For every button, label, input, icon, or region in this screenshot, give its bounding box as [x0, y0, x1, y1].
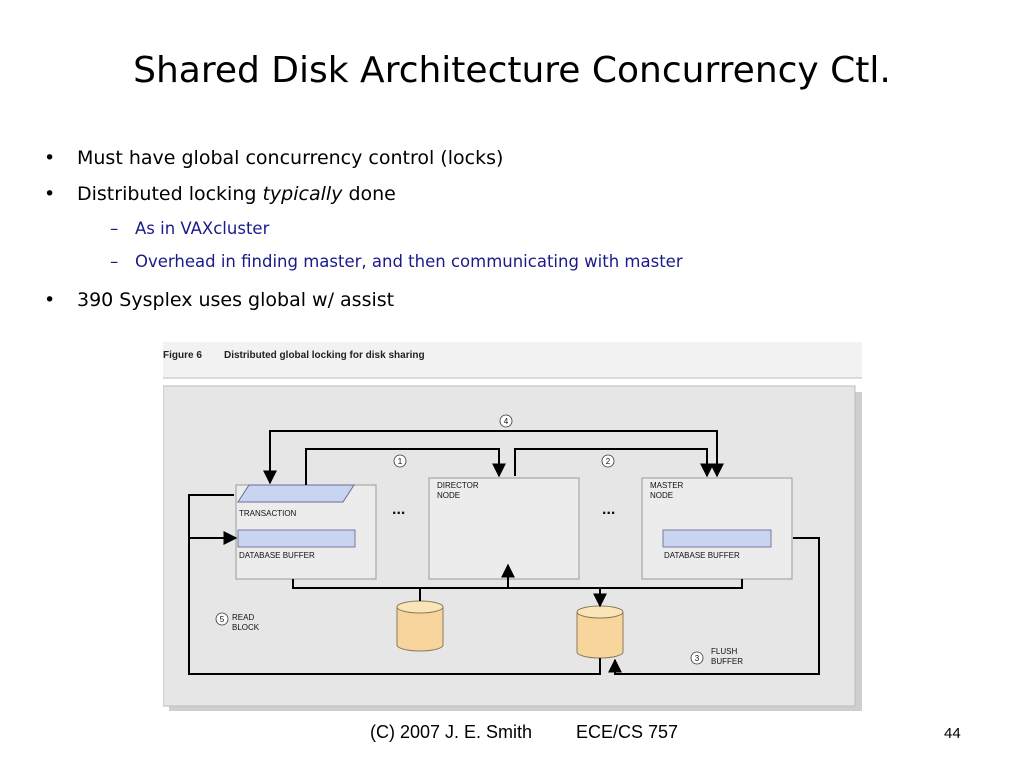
bullet-text: 390 Sysplex uses global w/ assist — [77, 289, 395, 311]
transaction-label: TRANSACTION — [239, 509, 297, 518]
master-buffer-label: DATABASE BUFFER — [664, 551, 740, 560]
database-buffer-left — [237, 529, 356, 548]
footer-course: ECE/CS 757 — [576, 722, 679, 742]
disk-left — [396, 600, 444, 652]
connection-lines — [188, 430, 820, 675]
sub-bullet-text: As in VAXcluster — [135, 219, 270, 238]
svg-text:3: 3 — [695, 654, 700, 663]
bullet-item: • Must have global concurrency control (… — [44, 140, 683, 176]
bullet-list: • Must have global concurrency control (… — [44, 140, 683, 318]
step-5-marker: 5 — [215, 612, 229, 626]
step-1-marker: 1 — [393, 454, 407, 468]
bullet-symbol: • — [44, 289, 56, 311]
bullet-text: Must have global concurrency control (lo… — [77, 147, 504, 169]
sub-bullet-text: Overhead in finding master, and then com… — [135, 252, 683, 271]
bullet-item: • Distributed locking typically done — [44, 176, 683, 212]
figure-distributed-locking: Figure 6 Distributed global locking for … — [162, 342, 862, 711]
director-label: DIRECTOR — [437, 481, 479, 490]
master-label: NODE — [650, 491, 673, 500]
ellipsis-right: ... — [602, 501, 615, 518]
bullet-symbol: • — [44, 183, 56, 205]
sub-bullet-item: – As in VAXcluster — [44, 212, 683, 245]
read-block-label: READ — [232, 613, 254, 622]
director-label: NODE — [437, 491, 460, 500]
figure-caption-bar — [163, 342, 862, 378]
step-2-marker: 2 — [601, 454, 615, 468]
figure-caption-label: Figure 6 — [163, 350, 202, 361]
flush-buffer-label: FLUSH — [711, 647, 737, 656]
figure-diagram: Figure 6 Distributed global locking for … — [162, 342, 862, 711]
sub-bullet-item: – Overhead in finding master, and then c… — [44, 245, 683, 278]
svg-text:1: 1 — [398, 457, 403, 466]
master-node — [641, 477, 793, 580]
slide-title: Shared Disk Architecture Concurrency Ctl… — [133, 50, 891, 91]
bullet-text: Distributed locking typically done — [77, 183, 396, 205]
read-block-label: BLOCK — [232, 623, 260, 632]
bullet-symbol: • — [44, 147, 56, 169]
flush-buffer-label: BUFFER — [711, 657, 743, 666]
svg-text:5: 5 — [220, 615, 225, 624]
bullet-item: • 390 Sysplex uses global w/ assist — [44, 282, 683, 318]
director-node — [428, 477, 580, 580]
database-buffer-master — [662, 529, 772, 548]
sub-bullet-symbol: – — [110, 219, 119, 238]
emphasis-text: typically — [262, 183, 343, 205]
step-4-marker: 4 — [499, 414, 513, 428]
ellipsis-left: ... — [392, 501, 405, 518]
disk-right — [576, 605, 624, 659]
svg-text:4: 4 — [504, 417, 509, 426]
footer-copyright: (C) 2007 J. E. Smith — [370, 722, 533, 742]
sub-bullet-symbol: – — [110, 252, 119, 271]
database-buffer-label: DATABASE BUFFER — [239, 551, 315, 560]
transaction-block — [237, 484, 355, 503]
step-3-marker: 3 — [690, 651, 704, 665]
figure-caption-text: Distributed global locking for disk shar… — [224, 350, 425, 361]
master-label: MASTER — [650, 481, 684, 490]
svg-text:2: 2 — [606, 457, 611, 466]
page-number: 44 — [944, 725, 961, 742]
